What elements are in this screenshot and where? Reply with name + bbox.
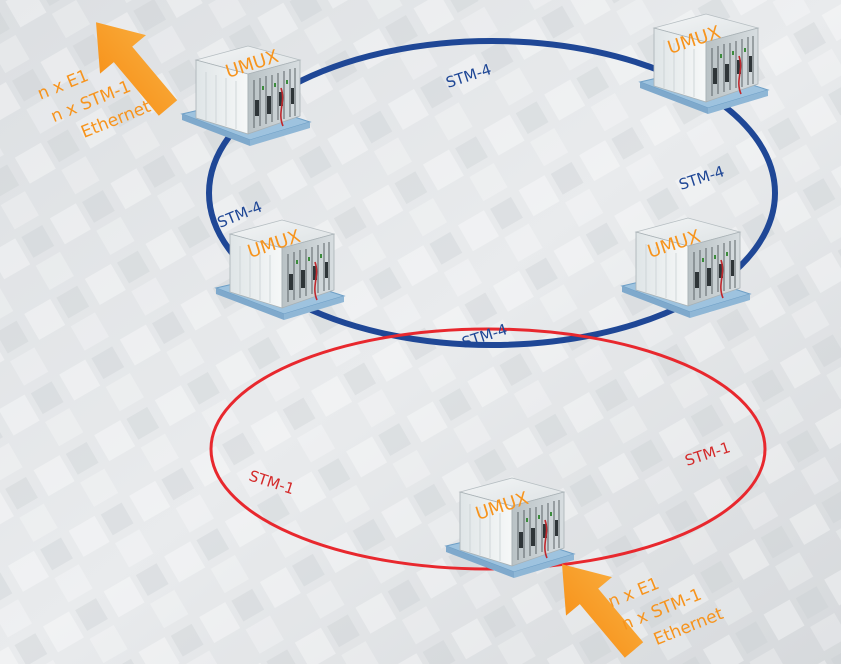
lower-ring-stm1 [209,327,767,571]
node-mid-left: UMUX [215,219,345,321]
node-mid-right: UMUX [621,217,751,319]
upper-ring-stm4 [206,38,778,348]
node-top-left: UMUX [181,45,311,147]
node-bottom: UMUX [445,477,575,579]
node-top-right: UMUX [639,13,769,115]
